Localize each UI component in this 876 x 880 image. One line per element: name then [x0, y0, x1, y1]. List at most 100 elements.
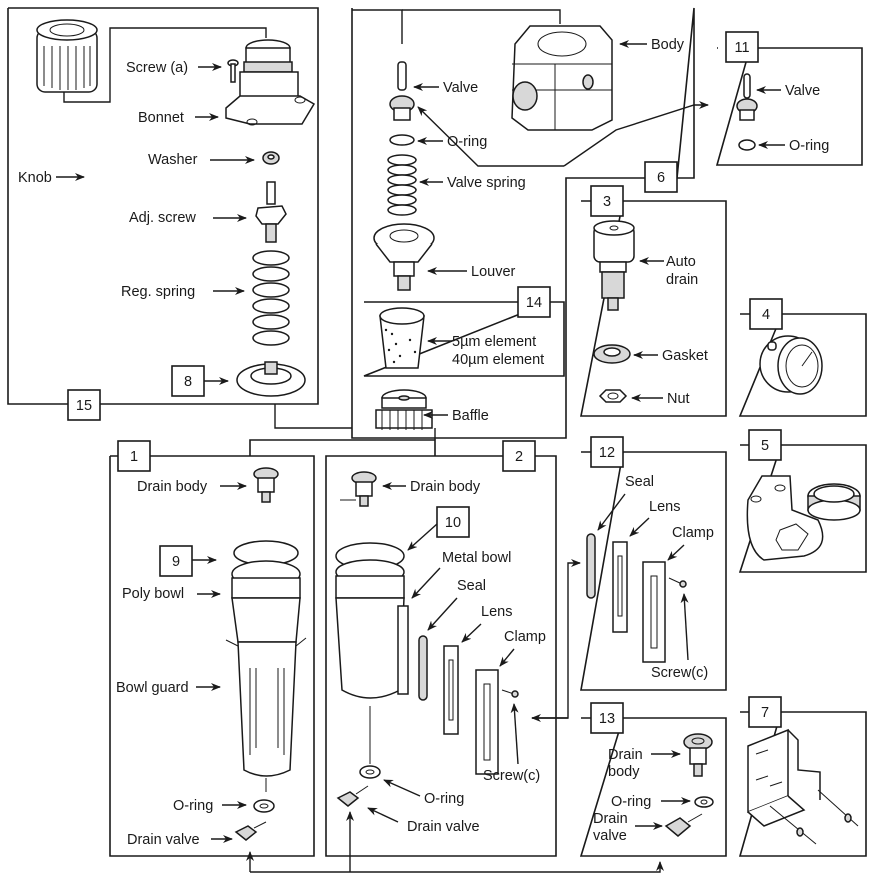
- label-o-ring: O-ring: [447, 134, 487, 150]
- number-8: 8: [184, 374, 192, 390]
- number-box-2: [502, 440, 536, 472]
- bracket-5-part: [746, 475, 824, 561]
- number-6: 6: [657, 170, 665, 186]
- louver-part: [373, 223, 435, 291]
- o-ring-2-part: [359, 765, 381, 779]
- label-adj-screw: Adj. screw: [129, 210, 196, 226]
- lens-2-part: [443, 645, 459, 735]
- drain-valve-connector-13: [250, 861, 664, 873]
- label-baffle: Baffle: [452, 408, 489, 424]
- lens-2-arrow: [461, 623, 482, 643]
- group-12-frame: [580, 451, 727, 691]
- number-box-5: [748, 429, 782, 461]
- valve-11-part: [736, 73, 758, 151]
- valve-11-callout-line: [563, 101, 709, 167]
- group-3-frame: [580, 200, 727, 417]
- number-2: 2: [515, 449, 523, 465]
- label-drain-body-13-line2: body: [608, 764, 640, 780]
- pressure-gauge-part: [759, 335, 823, 395]
- label-seal-2: Seal: [457, 578, 486, 594]
- valve-callout-line: [417, 106, 564, 167]
- label-washer: Washer: [148, 152, 198, 168]
- group-14-frame: [363, 301, 565, 377]
- seal-12-part: [586, 533, 596, 599]
- screw-c-12-arrow: [680, 593, 689, 661]
- ring-nut-part: [807, 483, 861, 521]
- auto-drain-part: [593, 220, 635, 311]
- label-drain-body-2: Drain body: [410, 479, 481, 495]
- baffle-part: [375, 389, 433, 430]
- label-o-ring-2: O-ring: [424, 791, 464, 807]
- group-4-frame: [738, 313, 867, 417]
- label-poly-bowl: Poly bowl: [122, 586, 184, 602]
- drain-body-2-part: [340, 471, 377, 507]
- number-box-14: [517, 286, 551, 318]
- number-box-15: [67, 389, 101, 421]
- number-box-9: [159, 545, 193, 577]
- label-drain-valve-13-line2: valve: [593, 828, 627, 844]
- bracket-7-part: [747, 728, 859, 845]
- number-box-13: [590, 702, 624, 734]
- group-13-frame: [579, 717, 727, 857]
- number-box-4: [749, 298, 783, 330]
- nut-part: [598, 389, 628, 403]
- label-seal-12: Seal: [625, 474, 654, 490]
- number-15: 15: [76, 398, 92, 414]
- group-15-frame: [7, 7, 319, 405]
- number-9: 9: [172, 554, 180, 570]
- label-clamp-2: Clamp: [504, 629, 546, 645]
- number-box-11: [725, 31, 759, 63]
- label-screw-c-2: Screw(c): [483, 768, 540, 784]
- group-connector-frame: [110, 439, 557, 857]
- number-3: 3: [603, 194, 611, 210]
- washer-part: [262, 151, 280, 165]
- label-metal-bowl: Metal bowl: [442, 550, 511, 566]
- number-13: 13: [599, 711, 615, 727]
- label-drain-body-13-line1: Drain: [608, 747, 643, 763]
- group-15-connector: [274, 404, 352, 429]
- metal-bowl-arrow: [411, 567, 441, 599]
- group-11-frame: [715, 47, 863, 166]
- reg-spring-part: [252, 250, 290, 346]
- label-lens-12: Lens: [649, 499, 680, 515]
- label-o-ring-11: O-ring: [789, 138, 829, 154]
- seal-2-arrow: [427, 597, 458, 631]
- diaphragm-part: [236, 361, 306, 397]
- label-valve-spring: Valve spring: [447, 175, 526, 191]
- label-drain-body-1: Drain body: [137, 479, 208, 495]
- number-5: 5: [761, 438, 769, 454]
- number-7: 7: [761, 705, 769, 721]
- screw-c-2-arrow: [510, 703, 519, 765]
- screw-a-part: [227, 59, 239, 83]
- adj-screw-part: [255, 181, 287, 243]
- label-bowl-guard: Bowl guard: [116, 680, 189, 696]
- group-6-frame: [351, 7, 695, 439]
- label-drain-valve-1: Drain valve: [127, 832, 200, 848]
- number-11: 11: [734, 40, 749, 56]
- drain-valve-2-arrow: [367, 807, 399, 823]
- group-1-frame: [109, 455, 315, 857]
- label-clamp-12: Clamp: [672, 525, 714, 541]
- number-14: 14: [526, 295, 542, 311]
- clamp-12-arrow: [667, 544, 685, 561]
- label-valve: Valve: [443, 80, 478, 96]
- label-louver: Louver: [471, 264, 516, 280]
- label-auto-drain-line2: drain: [666, 272, 698, 288]
- label-nut: Nut: [667, 391, 690, 407]
- number-4: 4: [762, 307, 770, 323]
- label-screw-a: Screw (a): [126, 60, 188, 76]
- drain-valve-1-part: [234, 821, 267, 841]
- label-element-5um: 5µm element: [452, 334, 536, 350]
- number-box-7: [748, 696, 782, 728]
- number-10: 10: [445, 515, 461, 531]
- number-box-3: [590, 185, 624, 217]
- number-box-1: [117, 440, 151, 472]
- part-10-arrow: [407, 523, 438, 551]
- label-knob: Knob: [18, 170, 52, 186]
- label-drain-valve-2: Drain valve: [407, 819, 480, 835]
- valve-spring-part: [387, 154, 417, 216]
- label-reg-spring: Reg. spring: [121, 284, 195, 300]
- clamp-12-part: [642, 561, 687, 663]
- number-box-6: [644, 161, 678, 193]
